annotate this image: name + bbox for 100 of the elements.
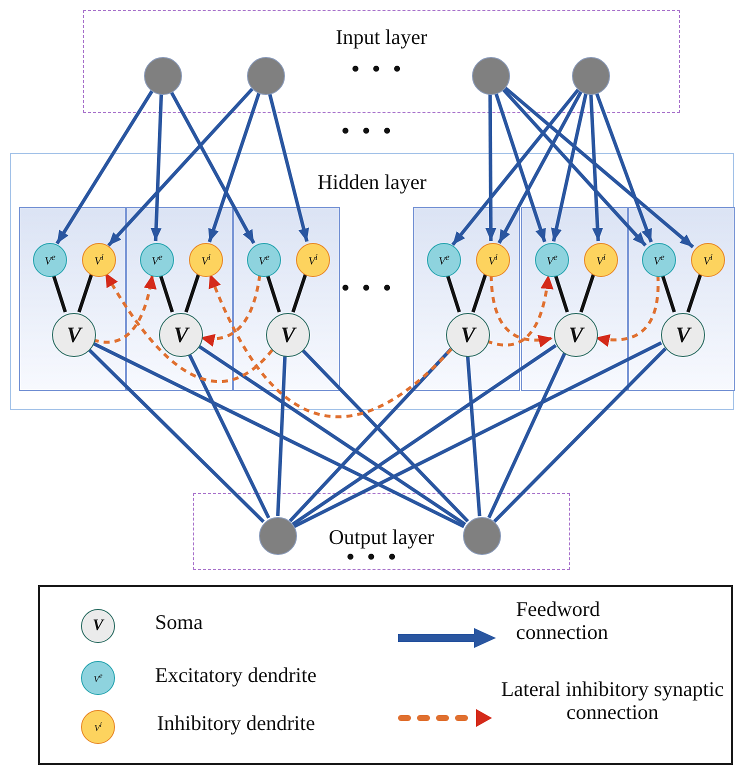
connector-line xyxy=(446,274,461,313)
layer-title: Hidden layer xyxy=(317,170,427,195)
arrow xyxy=(208,92,261,242)
dashed-arrow xyxy=(92,274,156,344)
arrow xyxy=(498,90,583,244)
arrow xyxy=(485,94,496,242)
connector-line xyxy=(291,274,308,313)
arrow xyxy=(107,88,254,247)
arrow xyxy=(56,90,154,245)
ellipsis: • • • xyxy=(340,122,394,142)
inhibitory-dendrite-node xyxy=(584,243,618,277)
soma-node xyxy=(159,313,203,357)
dendrite-label: V$^{i}$ xyxy=(308,252,318,268)
dashed-arrow xyxy=(200,274,262,346)
neuron-circle xyxy=(572,57,610,95)
connector-line xyxy=(77,274,94,313)
dendrite-label: V$^{i}$ xyxy=(94,252,104,268)
connector-line xyxy=(52,274,67,313)
dendrite-label: V$^{e}$ xyxy=(44,252,56,268)
excitatory-dendrite-node xyxy=(427,243,461,277)
connector-line xyxy=(466,354,482,516)
arrow xyxy=(502,88,647,247)
connector-line xyxy=(487,352,566,518)
dashed-arrow xyxy=(595,274,660,346)
soma-label: V xyxy=(676,324,690,346)
soma-label: V xyxy=(280,324,296,346)
legend-label: Soma xyxy=(155,611,204,634)
layer-box xyxy=(193,493,570,570)
legend-label: Feedword connection xyxy=(516,598,610,644)
dendrite-label: V$^{i}$ xyxy=(703,252,713,268)
inhibitory-dendrite-node xyxy=(82,243,116,277)
dendrite-label: V$^{i}$ xyxy=(596,252,606,268)
connector-line xyxy=(86,347,265,523)
neuron-group-panel xyxy=(521,207,628,391)
connector-line xyxy=(579,274,596,313)
connector-line xyxy=(276,354,287,516)
connector-line xyxy=(158,274,174,313)
connector-line xyxy=(292,344,557,526)
symbol-label: V xyxy=(92,618,104,634)
excitatory-dendrite-node xyxy=(535,243,569,277)
neuron-group-panel xyxy=(413,207,520,391)
arrow xyxy=(451,88,580,246)
arrow xyxy=(503,86,694,248)
connector-line xyxy=(493,347,667,523)
neuron-group-panel xyxy=(19,207,126,391)
soma-label: V xyxy=(174,324,188,346)
excitatory-dendrite-node xyxy=(33,243,67,277)
connector-line xyxy=(471,274,488,313)
dashed-arrow xyxy=(208,273,452,418)
soma-node xyxy=(266,313,310,357)
layer-title: Input layer xyxy=(336,25,428,50)
connector-line xyxy=(184,274,200,313)
dendrite-label: V$^{e}$ xyxy=(258,252,270,268)
connector-line xyxy=(288,348,452,522)
symbol-label: V$^{i}$ xyxy=(94,721,102,733)
excitatory-dendrite-node xyxy=(642,243,676,277)
connector-line xyxy=(660,274,676,313)
neuron-circle xyxy=(144,57,182,95)
legend-label: Lateral inhibitory synaptic connection xyxy=(500,678,725,724)
soma-label: V xyxy=(568,324,584,346)
neuron-circle xyxy=(259,517,297,555)
neuron-group-panel xyxy=(126,207,233,391)
excitatory-dendrite-node xyxy=(140,243,174,277)
soma-node xyxy=(661,313,705,357)
soma-node xyxy=(52,313,96,357)
arrow xyxy=(551,93,588,242)
dashed-arrow xyxy=(104,272,274,383)
inhibitory-dendrite-node xyxy=(476,243,510,277)
inhibitory-dendrite-node xyxy=(189,243,223,277)
arrow xyxy=(170,90,256,244)
arrow xyxy=(268,92,310,242)
inhibitory-dendrite-node xyxy=(691,243,725,277)
layer-title: Output layer xyxy=(328,525,434,550)
dendrite-label: V$^{e}$ xyxy=(654,252,664,268)
legend-label: Inhibitory dendrite xyxy=(157,712,316,736)
arrow xyxy=(494,92,546,242)
layer-box xyxy=(83,10,680,113)
legend-label: Excitatory dendrite xyxy=(155,664,318,688)
dendrite-label: V$^{e}$ xyxy=(546,252,558,268)
soma-label: V xyxy=(460,324,476,346)
excitatory-dendrite-node xyxy=(247,243,281,277)
neuron-circle xyxy=(247,57,285,95)
arrow xyxy=(150,94,164,242)
soma-node xyxy=(446,313,490,357)
ellipsis: • • • xyxy=(345,548,400,568)
connector-line xyxy=(196,344,466,526)
ellipsis: • • • xyxy=(350,60,404,80)
connector-line xyxy=(300,348,470,523)
connector-line xyxy=(554,274,569,313)
hidden-layer-panel xyxy=(10,153,734,410)
arrow xyxy=(589,94,604,242)
dendrite-label: V$^{e}$ xyxy=(438,252,450,268)
ellipsis: • • • xyxy=(340,279,394,299)
connector-line xyxy=(187,352,270,519)
neuron-group-panel xyxy=(233,207,340,391)
inhibitory-dendrite-node xyxy=(296,243,330,277)
neuron-circle xyxy=(472,57,510,95)
dendrite-label: V$^{i}$ xyxy=(488,252,498,268)
connector-line xyxy=(293,341,662,528)
soma-node xyxy=(554,313,598,357)
